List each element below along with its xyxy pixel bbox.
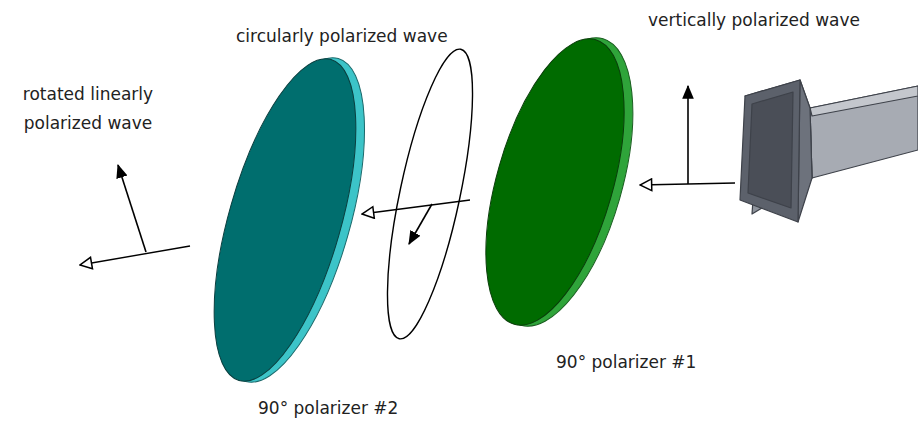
polarizer-label: 90° polarizer #1 xyxy=(556,348,696,377)
propagation-arrow xyxy=(80,246,190,265)
wave-label: rotated linearly polarized wave xyxy=(4,80,172,138)
field-vector xyxy=(409,204,432,244)
polarizer-label: 90° polarizer #2 xyxy=(258,394,398,423)
polarizer-disc xyxy=(185,43,394,398)
field-vector xyxy=(687,86,689,184)
wave-label: circularly polarized wave xyxy=(236,22,448,51)
polarization-ring xyxy=(370,43,490,345)
field-vector xyxy=(118,165,146,252)
propagation-arrow xyxy=(362,200,470,214)
wave-label: vertically polarized wave xyxy=(648,6,860,35)
horn-antenna xyxy=(740,80,918,222)
polarizer-disc xyxy=(458,22,660,342)
